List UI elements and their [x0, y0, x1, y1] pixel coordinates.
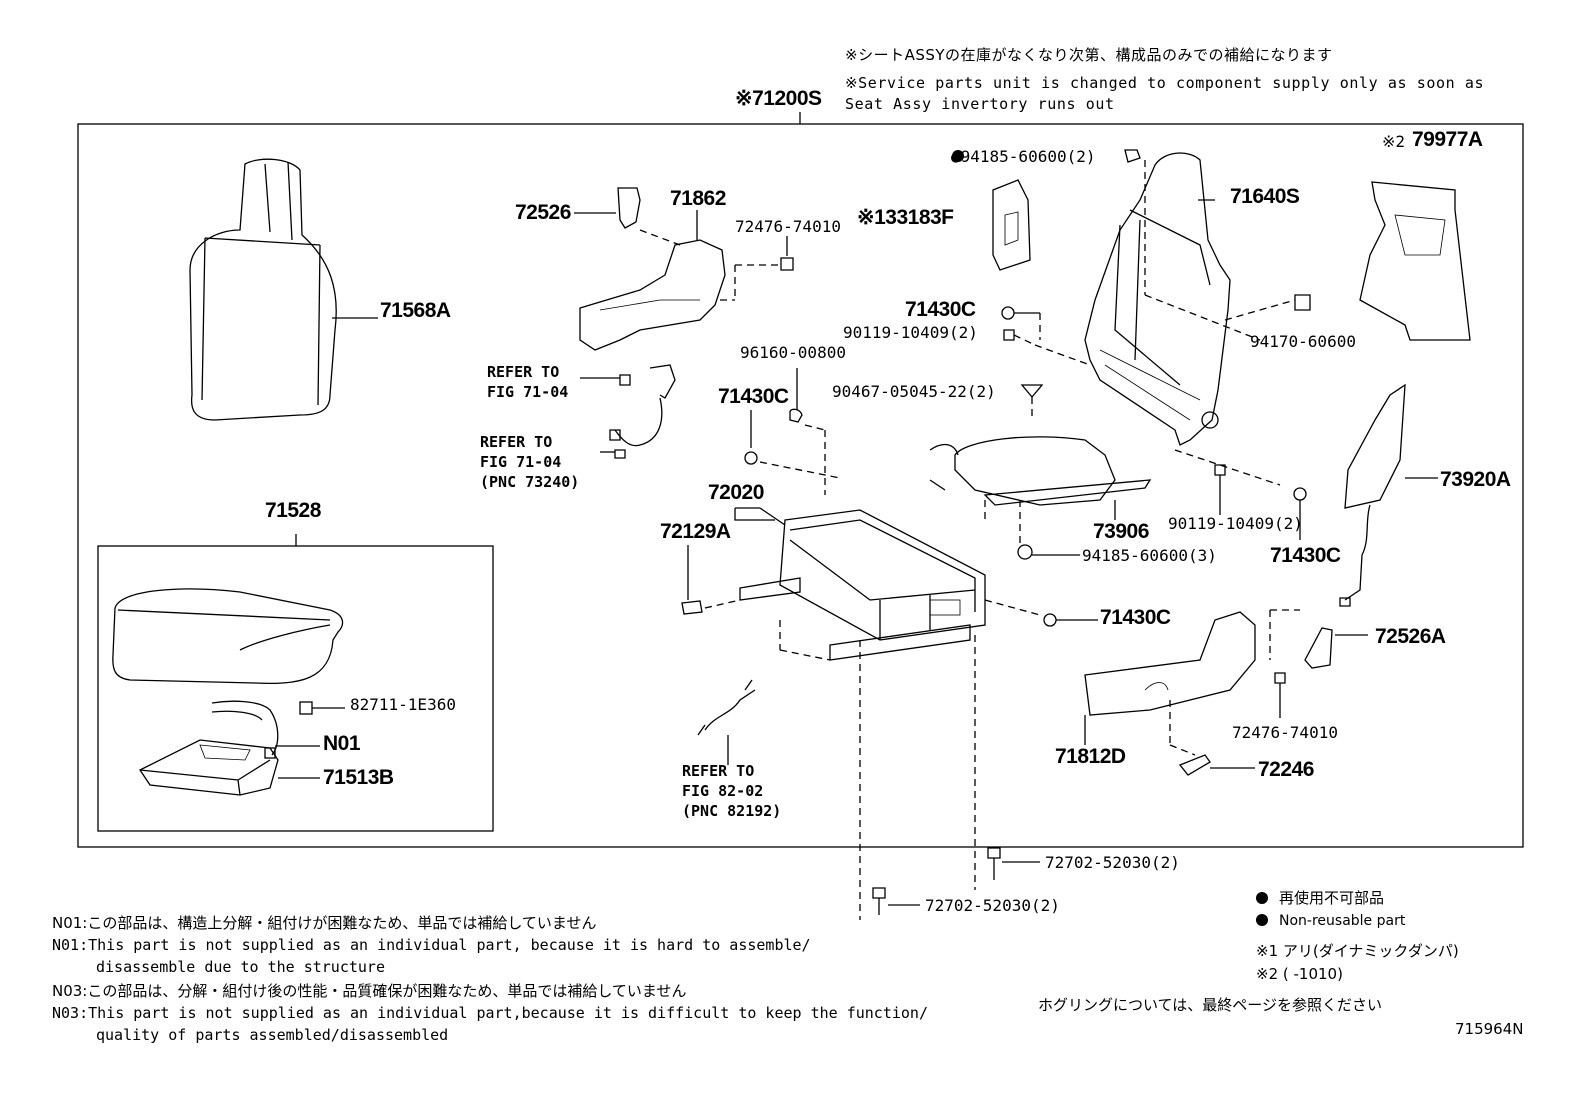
footnote-n01-en-1: N01:This part is not supplied as an indi…: [52, 936, 811, 954]
part-label-90119-bot: 90119-10409(2): [1168, 514, 1303, 533]
airbag-73920A-drawing: [1339, 383, 1406, 607]
seatback-cover-drawing: [189, 158, 337, 421]
header-note-jp: ※シートASSYの在庫がなくなり次第、構成品のみでの補給になります: [845, 46, 1333, 64]
cover-71812D-drawing: [1084, 611, 1256, 716]
seat-frame-drawing: [739, 509, 986, 661]
footnote-n01-en-2: disassemble due to the structure: [96, 958, 385, 976]
part-label-133183F: ※133183F: [857, 206, 954, 229]
part-label-71862: 71862: [670, 187, 726, 210]
part-label-72476-top: 72476-74010: [735, 217, 841, 236]
part-label-79977A: 79977A: [1412, 128, 1483, 151]
legend-note-1: ※1 アリ(ダイナミックダンパ): [1256, 942, 1459, 960]
part-label-94170: 94170-60600: [1250, 332, 1356, 351]
legend-bullet-icon: [1256, 914, 1268, 926]
seatback-frame-drawing: [1084, 152, 1231, 446]
part-label-72526: 72526: [515, 201, 571, 224]
refer-line: (PNC 73240): [480, 473, 580, 491]
refer-line: FIG 82-02: [682, 782, 764, 800]
footnote-n03-jp: N03:この部品は、分解・組付け後の性能・品質確保が困難なため、単品では補給して…: [52, 982, 687, 1000]
cushion-73906-drawing: [929, 436, 1152, 506]
harness-82192-drawing: [697, 679, 756, 736]
header-note-en-2: Seat Assy invertory runs out: [845, 95, 1115, 113]
part-label-71640S: 71640S: [1230, 185, 1300, 208]
lever-72246-drawing: [1178, 754, 1211, 776]
refer-line: REFER TO: [480, 433, 553, 451]
part-label-79977A-mark: ※2: [1382, 132, 1406, 151]
buckle-harness-drawing: [609, 364, 676, 459]
cushion-pad-drawing: [139, 739, 279, 796]
part-label-90467: 90467-05045-22(2): [832, 382, 996, 401]
panel-79977A-drawing: [1359, 181, 1471, 341]
refer-to-fig-71-04-b: REFER TO FIG 71-04 (PNC 73240): [480, 432, 579, 492]
part-label-94185-top: ●94185-60600(2): [951, 147, 1096, 166]
legend-note-2: ※2 ( -1010): [1256, 965, 1343, 983]
part-label-72702-a: 72702-52030(2): [1045, 853, 1180, 872]
part-label-72526A: 72526A: [1375, 625, 1446, 648]
refer-line: (PNC 82192): [682, 802, 782, 820]
part-label-90119-top: 90119-10409(2): [843, 323, 978, 342]
part-label-71430C-mid: 71430C: [718, 385, 789, 408]
refer-line: FIG 71-04: [487, 383, 569, 401]
refer-to-fig-71-04-a: REFER TO FIG 71-04: [487, 362, 568, 402]
part-label-71430C-top: 71430C: [905, 298, 976, 321]
part-label-94185-bot: 94185-60600(3): [1082, 546, 1217, 565]
part-label-72476-bot: 72476-74010: [1232, 723, 1338, 742]
footnote-n03-en-1: N03:This part is not supplied as an indi…: [52, 1004, 928, 1022]
knob-72526A-drawing: [1304, 627, 1333, 669]
cover-71862-drawing: [579, 239, 726, 351]
knob-72526-drawing: [617, 187, 641, 229]
non-reusable-marker: [952, 150, 964, 162]
part-label-72020: 72020: [708, 481, 764, 504]
part-label-72246: 72246: [1258, 758, 1314, 781]
refer-line: REFER TO: [487, 363, 560, 381]
figure-id: 715964N: [1455, 1020, 1524, 1038]
part-label-96160: 96160-00800: [740, 343, 846, 362]
legend-jp: 再使用不可部品: [1279, 889, 1385, 907]
footnote-n01-jp: N01:この部品は、構造上分解・組付けが困難なため、単品では補給していません: [52, 914, 597, 932]
part-label-82711: 82711-1E360: [350, 695, 456, 714]
part-label-71812D: 71812D: [1055, 745, 1126, 768]
assembly-part-number: ※71200S: [735, 87, 822, 110]
refer-line: FIG 71-04: [480, 453, 562, 471]
header-note-en-1: ※Service parts unit is changed to compon…: [845, 74, 1485, 92]
part-label-71513B: 71513B: [323, 766, 394, 789]
part-label-N01: N01: [323, 732, 361, 755]
legend-bullet-icon: [1256, 892, 1268, 904]
part-label-73920A: 73920A: [1440, 468, 1511, 491]
part-label-71430C-right: 71430C: [1270, 544, 1341, 567]
cushion-subframe: [97, 545, 494, 832]
part-label-71528: 71528: [265, 499, 321, 522]
shield-133183F-drawing: [992, 179, 1031, 271]
part-label-73906: 73906: [1093, 520, 1149, 543]
refer-to-fig-82-02: REFER TO FIG 82-02 (PNC 82192): [682, 761, 781, 821]
part-label-72702-b: 72702-52030(2): [925, 896, 1060, 915]
part-label-71430C-low: 71430C: [1100, 606, 1171, 629]
cushion-cover-drawing: [112, 588, 344, 685]
hog-ring-note: ホグリングについては、最終ページを参照ください: [1038, 996, 1382, 1014]
part-label-72129A: 72129A: [660, 520, 731, 543]
part-label-71568A: 71568A: [380, 299, 451, 322]
footnote-n03-en-2: quality of parts assembled/disassembled: [96, 1026, 449, 1044]
refer-line: REFER TO: [682, 762, 755, 780]
harness-drawing: [211, 700, 345, 759]
legend-en: Non-reusable part: [1279, 913, 1406, 929]
